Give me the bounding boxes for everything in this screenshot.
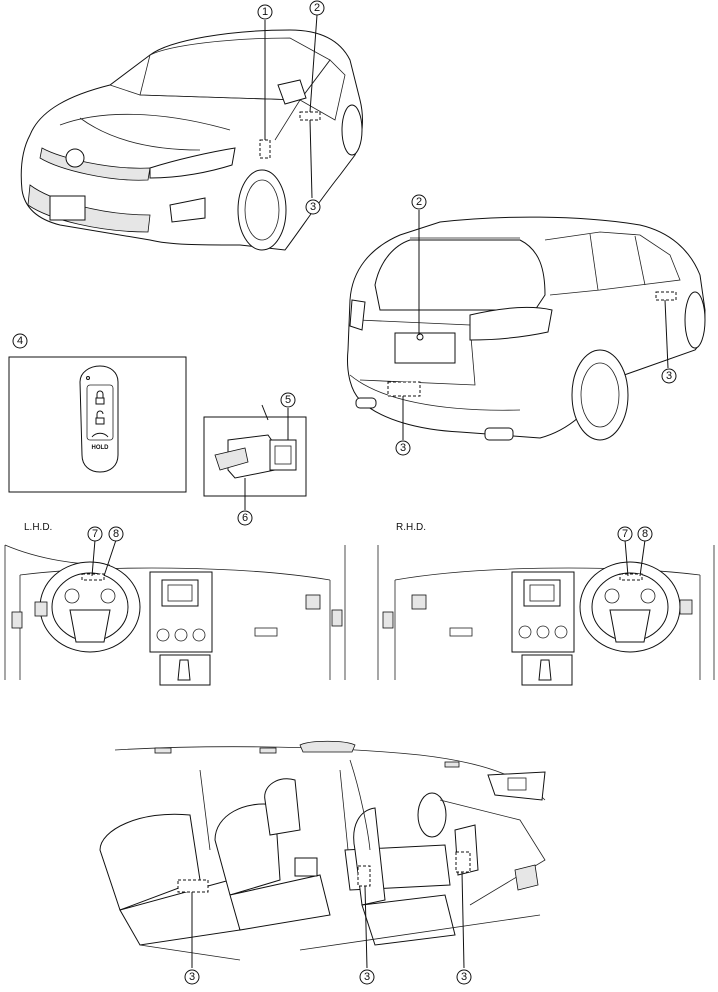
svg-text:2: 2 <box>416 196 422 208</box>
svg-text:8: 8 <box>642 528 648 540</box>
svg-text:4: 4 <box>17 335 23 347</box>
hold-label: HOLD <box>92 445 110 451</box>
callout-8-rhd: 8 <box>637 526 653 542</box>
svg-text:3: 3 <box>400 442 406 454</box>
front-view-car <box>20 14 363 251</box>
svg-text:3: 3 <box>666 370 672 382</box>
svg-text:3: 3 <box>364 971 370 983</box>
rear-view-car <box>347 210 706 441</box>
callout-1: 1 <box>257 4 273 20</box>
svg-text:6: 6 <box>242 512 248 524</box>
callout-7-lhd: 7 <box>87 526 103 542</box>
liftgate-icon <box>91 432 109 438</box>
unlock-icon <box>95 410 105 425</box>
key-fob-panel: HOLD <box>8 356 187 493</box>
ignition-switch-panel <box>203 404 307 510</box>
callout-5: 5 <box>280 392 296 408</box>
callout-3-front-seat: 3 <box>359 969 375 985</box>
svg-text:2: 2 <box>314 2 320 14</box>
svg-text:8: 8 <box>113 528 119 540</box>
callout-4: 4 <box>12 333 28 349</box>
callout-3-front: 3 <box>305 199 321 215</box>
callout-2-rear: 2 <box>411 194 427 210</box>
callout-6: 6 <box>237 510 253 526</box>
svg-text:5: 5 <box>285 394 291 406</box>
callout-7-rhd: 7 <box>617 526 633 542</box>
rhd-label: R.H.D. <box>396 522 426 533</box>
svg-text:7: 7 <box>622 528 628 540</box>
svg-text:7: 7 <box>92 528 98 540</box>
callout-3-dash: 3 <box>456 969 472 985</box>
lhd-dashboard: L.H.D. <box>4 522 346 686</box>
rhd-dashboard: R.H.D. <box>377 522 715 686</box>
svg-text:3: 3 <box>310 201 316 213</box>
lock-icon <box>95 390 105 405</box>
callout-8-lhd: 8 <box>108 526 124 542</box>
callout-2-front: 2 <box>309 0 325 16</box>
svg-text:3: 3 <box>189 971 195 983</box>
svg-text:1: 1 <box>262 6 268 18</box>
callout-3-rear-side: 3 <box>661 368 677 384</box>
callout-3-third-row: 3 <box>184 969 200 985</box>
lhd-label: L.H.D. <box>24 522 52 533</box>
interior-cutaway <box>99 740 546 969</box>
svg-text:3: 3 <box>461 971 467 983</box>
callout-3-rear-bumper: 3 <box>395 440 411 456</box>
